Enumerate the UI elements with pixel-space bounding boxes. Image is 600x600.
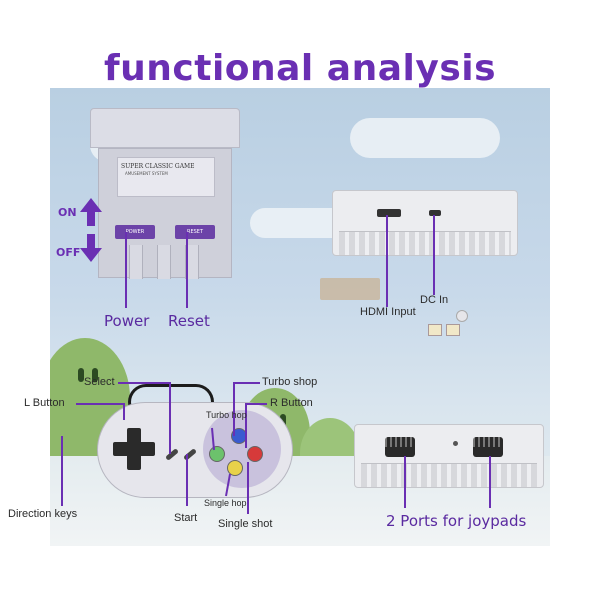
console-brand: SUPER CLASSIC GAME	[121, 163, 195, 170]
a-button	[247, 446, 263, 462]
joypad-port	[473, 437, 503, 457]
console-subbrand: AMUSEMENT SYSTEM	[125, 171, 168, 176]
page-title: functional analysis	[103, 48, 497, 89]
joypad-port	[385, 437, 415, 457]
console-back-view	[332, 190, 518, 256]
l-button-label: L Button	[24, 397, 65, 409]
dc-pointer-line	[433, 215, 435, 295]
hdmi-label: HDMI Input	[360, 306, 416, 318]
console-front-view	[354, 424, 544, 488]
hdmi-pointer-line	[386, 215, 388, 307]
b-button	[227, 460, 243, 476]
reset-pointer-line	[186, 232, 188, 308]
dc-label: DC In	[420, 294, 449, 306]
single-hop-label: Single hop	[204, 498, 247, 508]
hdmi-icon	[428, 324, 442, 336]
r-button-label: R Button	[270, 397, 313, 409]
cartridge-slot	[117, 157, 215, 197]
reset-switch: RESET	[175, 225, 215, 239]
on-label: ON	[58, 206, 77, 219]
cable-icon	[456, 310, 468, 322]
single-shot-label: Single shot	[218, 518, 273, 530]
port2-pointer-line	[489, 456, 491, 508]
port1-pointer-line	[404, 456, 406, 508]
turbo-hop-label: Turbo hop	[206, 410, 247, 420]
console-illustration: SUPER CLASSIC GAME AMUSEMENT SYSTEM POWE…	[90, 108, 240, 288]
turbo-shop-label: Turbo shop	[262, 376, 318, 388]
power-pointer-line	[125, 232, 127, 308]
power-label: Power	[104, 312, 150, 330]
up-down-arrow-icon	[80, 198, 102, 262]
cloud-shape	[350, 118, 500, 158]
power-plug-icon	[446, 324, 460, 336]
direction-keys-label: Direction keys	[8, 508, 78, 520]
brick-block	[320, 278, 380, 300]
hdmi-port	[377, 209, 401, 217]
controller-illustration	[97, 402, 293, 498]
ports-label: 2 Ports for joypads	[386, 512, 527, 530]
reset-label: Reset	[168, 312, 210, 330]
console-top	[90, 108, 240, 148]
start-label: Start	[174, 512, 198, 524]
select-label: Select	[84, 376, 115, 388]
off-label: OFF	[56, 246, 81, 259]
dc-port	[429, 210, 441, 216]
